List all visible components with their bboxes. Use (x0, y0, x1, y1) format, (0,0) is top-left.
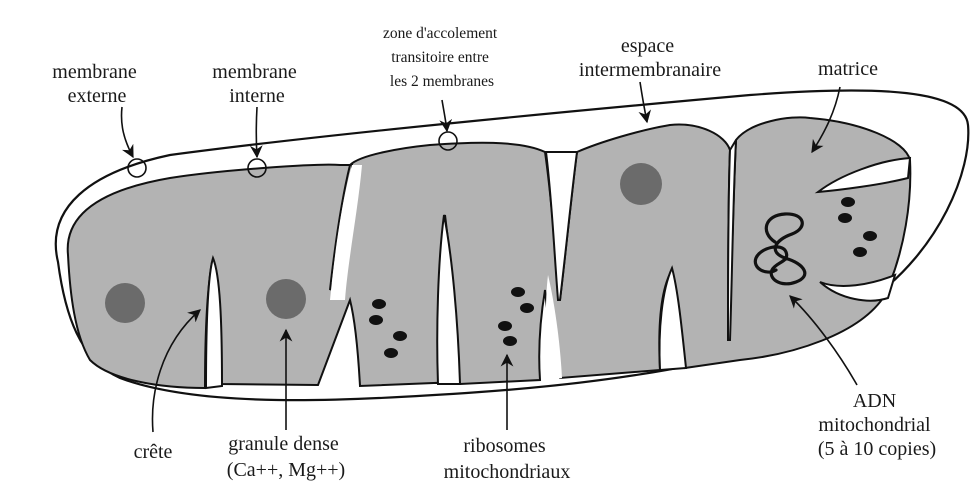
label-espace-intermembranaire: espace intermembranaire (579, 35, 721, 81)
dense-granule (105, 283, 145, 323)
arrow-membrane-externe (121, 107, 133, 157)
label-membrane-interne: membrane interne (212, 61, 301, 107)
dense-granule (266, 279, 306, 319)
label-ribosomes: ribosomes mitochondriaux (444, 435, 571, 483)
label-matrice: matrice (818, 58, 878, 80)
dense-granule (620, 163, 662, 205)
label-adn: ADN mitochondrial (5 à 10 copies) (818, 390, 936, 460)
label-zone-accolement: zone d'accolement transitoire entre les … (383, 25, 501, 90)
label-crete: crête (134, 441, 173, 463)
label-granule-dense: granule dense (Ca++, Mg++) (227, 433, 345, 481)
arrow-membrane-interne (256, 107, 257, 157)
label-membrane-externe: membrane externe (52, 61, 141, 107)
